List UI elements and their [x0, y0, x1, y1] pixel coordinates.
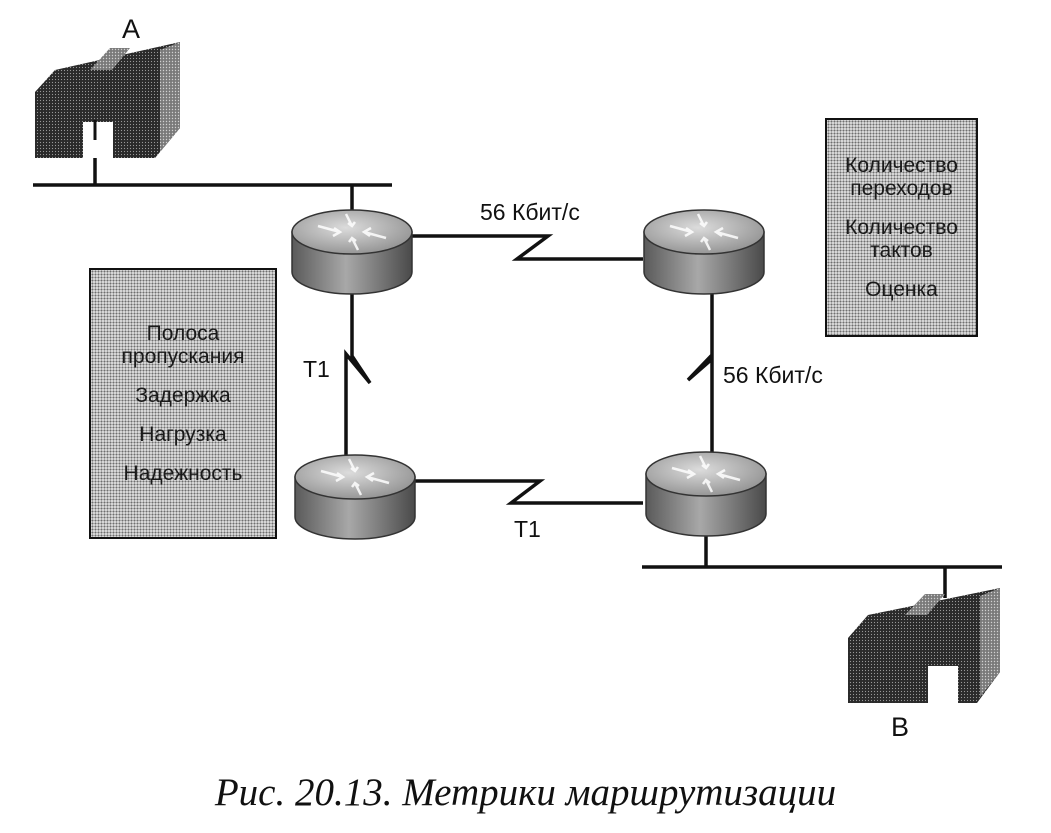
link-right-56k — [686, 290, 714, 462]
metric-delay: Задержка — [135, 384, 231, 407]
link-left-t1 — [344, 290, 372, 468]
link-right-label: 56 Кбит/с — [723, 362, 823, 388]
link-top-56k — [412, 234, 643, 261]
router-top-right-icon — [643, 209, 765, 295]
lan-segment-b — [642, 530, 1002, 598]
link-left-label: T1 — [303, 356, 330, 382]
figure-caption: Рис. 20.13. Метрики маршрутизации — [214, 771, 837, 814]
metrics-box-left: Полоса пропускания Задержка Нагрузка Над… — [89, 268, 277, 539]
link-bottom-label: T1 — [514, 516, 541, 542]
metric-bandwidth-line1: Полоса — [146, 322, 220, 345]
host-b-label: B — [891, 712, 910, 742]
metric-bandwidth-line2: пропускания — [121, 345, 245, 368]
metric-reliability: Надежность — [123, 462, 243, 485]
metric-hop-count-line1: Количество — [845, 154, 958, 177]
router-bottom-left-icon — [294, 454, 416, 540]
router-top-left-icon — [291, 209, 413, 295]
link-bottom-t1 — [412, 479, 643, 505]
metric-cost: Оценка — [865, 278, 938, 301]
link-top-label: 56 Кбит/с — [480, 199, 580, 225]
metric-load: Нагрузка — [139, 423, 227, 446]
host-a-label: A — [122, 14, 141, 44]
metric-ticks-line1: Количество — [845, 216, 958, 239]
host-a-icon — [35, 42, 180, 158]
metric-ticks-line2: тактов — [870, 239, 933, 262]
host-b-icon — [848, 588, 1000, 703]
metric-hop-count-line2: переходов — [850, 177, 953, 200]
router-bottom-right-icon — [645, 451, 767, 537]
metrics-box-right: Количество переходов Количество тактов О… — [825, 118, 978, 337]
